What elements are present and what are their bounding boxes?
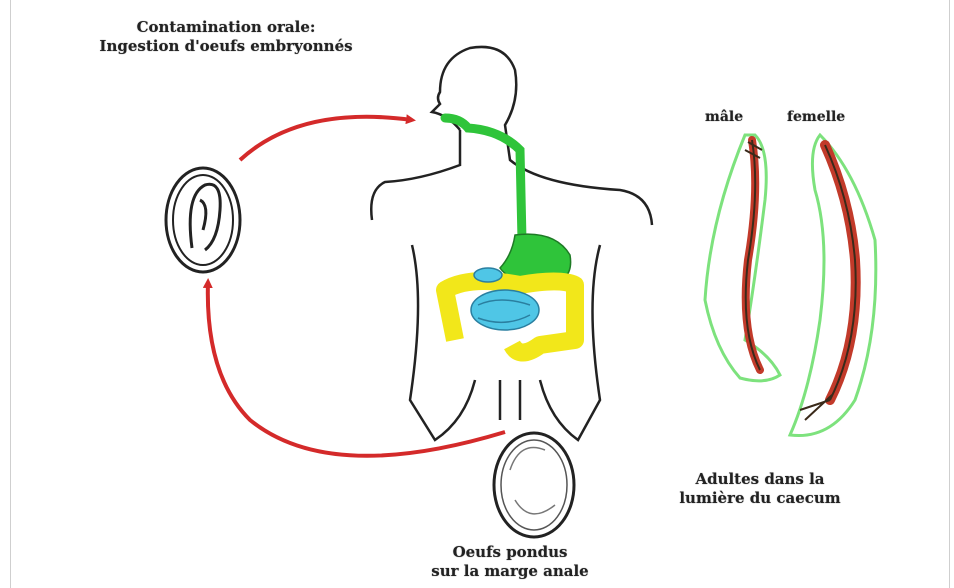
- adults-caecum-label: Adultes dans la lumière du caecum: [650, 470, 870, 508]
- adults-caecum-line1: Adultes dans la: [650, 470, 870, 489]
- male-worm: [705, 135, 780, 381]
- laid-egg: [494, 433, 574, 537]
- arrow-to-embryonated-egg: [208, 282, 505, 456]
- eggs-laid-line1: Oeufs pondus: [410, 543, 610, 562]
- oral-contamination-label: Contamination orale: Ingestion d'oeufs e…: [56, 18, 396, 56]
- eggs-laid-line2: sur la marge anale: [410, 562, 610, 581]
- female-worm: [790, 135, 876, 436]
- eggs-laid-label: Oeufs pondus sur la marge anale: [410, 543, 610, 581]
- adults-caecum-line2: lumière du caecum: [650, 489, 870, 508]
- embryonated-egg: [166, 168, 240, 272]
- oral-contamination-line2: Ingestion d'oeufs embryonnés: [56, 37, 396, 56]
- female-label: femelle: [787, 108, 845, 127]
- male-label: mâle: [705, 108, 743, 127]
- human-body: [371, 47, 652, 440]
- esophagus: [445, 118, 522, 240]
- oral-contamination-line1: Contamination orale:: [56, 18, 396, 37]
- arrow-to-mouth: [240, 117, 412, 160]
